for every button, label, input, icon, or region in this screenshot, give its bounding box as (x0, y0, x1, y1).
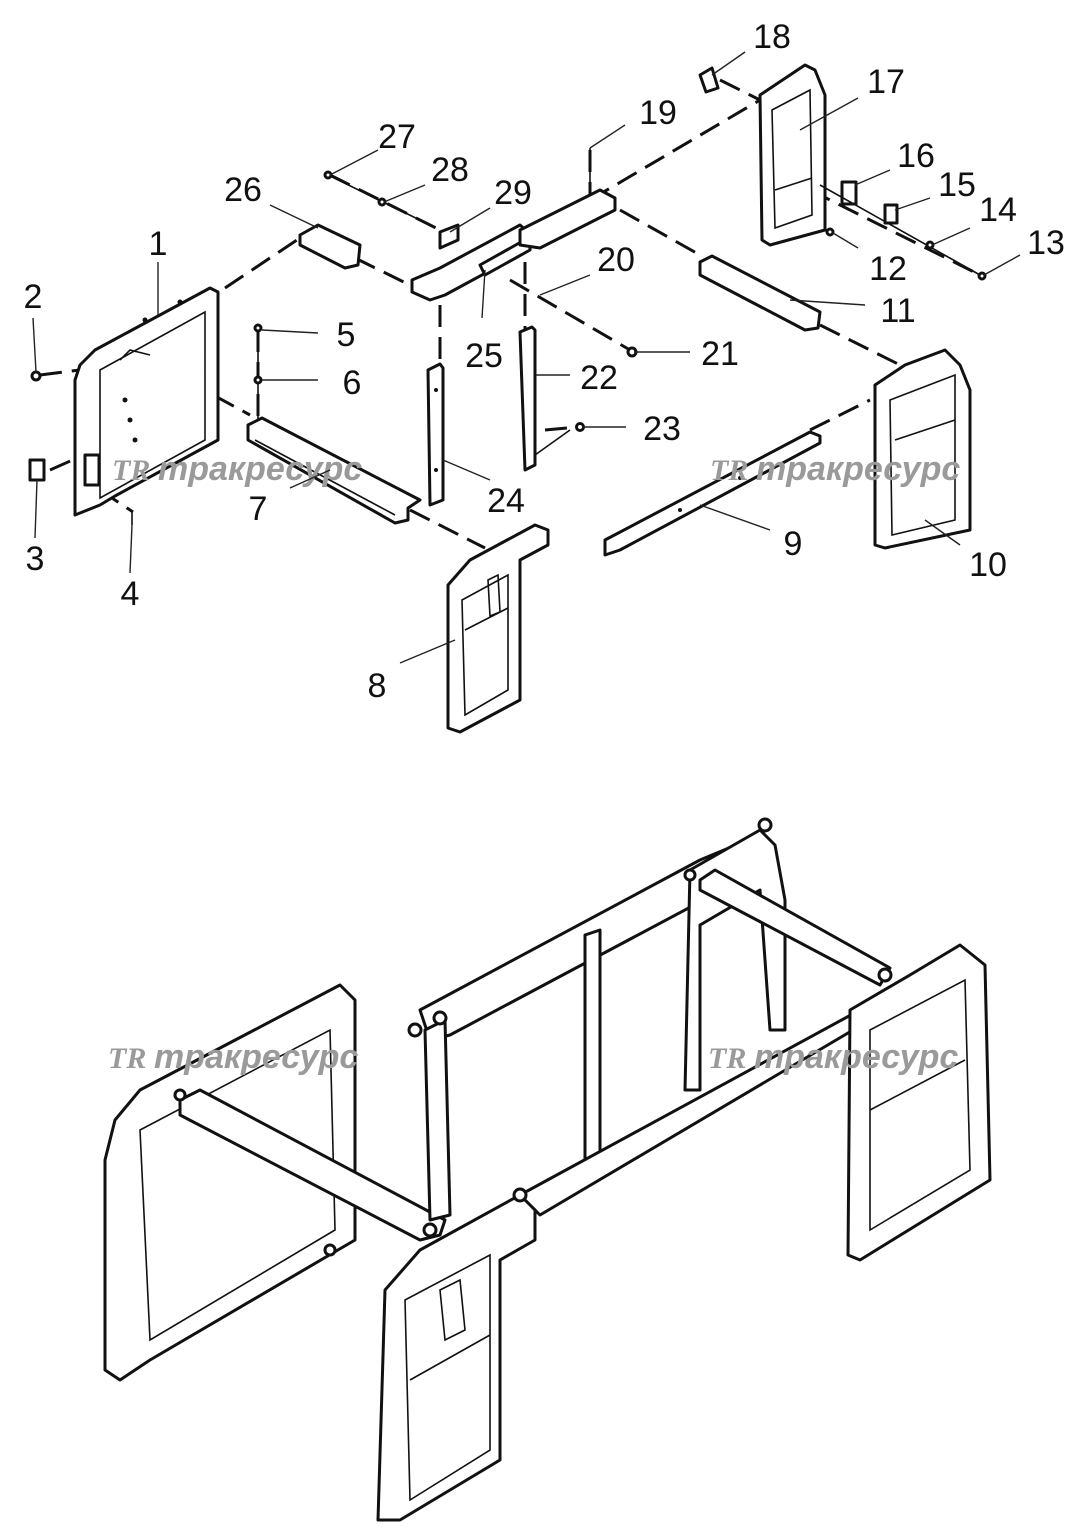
watermark-logo: TR (112, 454, 150, 487)
part-22-bar (518, 325, 571, 472)
callout-19: 19 (639, 94, 677, 132)
part-26-bracket (298, 223, 362, 270)
assembled-left-frame (103, 983, 357, 1382)
assembled-front-frame (376, 1193, 537, 1522)
callout-18: 18 (753, 18, 791, 56)
callout-9: 9 (784, 525, 803, 563)
part-9-lower-beam (603, 430, 822, 557)
callout-15: 15 (938, 166, 976, 204)
part-10-right-frame (873, 348, 972, 550)
watermark-3: TR тракресурс (108, 1038, 358, 1076)
watermark-logo: TR (710, 454, 748, 487)
upper-longitudinal-beam (518, 188, 617, 250)
callout-2: 2 (24, 278, 43, 316)
callout-14: 14 (979, 191, 1017, 229)
part-11-cross-member (698, 254, 822, 332)
part-8-front-frame (446, 523, 550, 734)
part-2-bolt (30, 370, 42, 382)
assembled-bolts (173, 817, 893, 1257)
callout-23: 23 (643, 410, 681, 448)
part-25-29-upper-beam (410, 223, 532, 302)
part-3-bracket (28, 458, 46, 482)
watermark-text: тракресурс (756, 450, 960, 488)
callout-12: 12 (869, 250, 907, 288)
callout-16: 16 (897, 137, 935, 175)
leader-lines (32, 51, 1021, 664)
part-7-cross-member (246, 416, 422, 525)
watermark-2: TR тракресурс (710, 450, 960, 488)
callout-17: 17 (867, 63, 905, 101)
part-1-left-frame (73, 286, 220, 517)
callout-4: 4 (121, 575, 140, 613)
callout-6: 6 (343, 364, 362, 402)
watermark-text: тракресурс (158, 450, 362, 488)
assembled-pillar-2 (583, 928, 602, 1177)
callout-1: 1 (149, 225, 168, 263)
callout-22: 22 (580, 359, 618, 397)
callout-7: 7 (249, 490, 268, 528)
callout-10: 10 (969, 546, 1007, 584)
callout-28: 28 (431, 151, 469, 189)
assembled-left-cross (178, 1088, 447, 1242)
callout-13: 13 (1027, 224, 1065, 262)
assembled-pillar (423, 1018, 452, 1222)
callout-24: 24 (487, 482, 525, 520)
callout-5: 5 (337, 316, 356, 354)
assembled-top-cross (698, 868, 892, 987)
callout-11: 11 (880, 292, 915, 330)
callout-26: 26 (224, 171, 262, 209)
watermark-text: тракресурс (754, 1038, 958, 1076)
watermark-logo: TR (108, 1042, 146, 1075)
watermarks: TR тракресурс TR тракресурс TR тракресур… (108, 450, 960, 1076)
watermark-text: тракресурс (154, 1038, 358, 1076)
callout-27: 27 (378, 118, 416, 156)
callout-29: 29 (494, 174, 532, 212)
watermark-4: TR тракресурс (708, 1038, 958, 1076)
assembled-view (103, 817, 992, 1522)
exploded-view (28, 63, 987, 734)
part-12-16-hardware (819, 180, 987, 281)
callouts: 1 2 3 4 5 6 7 8 9 10 11 12 13 14 15 16 1… (24, 18, 1065, 705)
callout-25: 25 (465, 337, 503, 375)
watermark-1: TR тракресурс (112, 450, 362, 488)
callout-21: 21 (701, 335, 739, 373)
callout-8: 8 (368, 667, 387, 705)
watermark-logo: TR (708, 1042, 746, 1075)
part-17-rear-frame (698, 63, 827, 247)
part-24-post (426, 362, 445, 507)
callout-3: 3 (26, 540, 45, 578)
callout-20: 20 (597, 241, 635, 279)
part-5-6-bolt (253, 323, 263, 420)
